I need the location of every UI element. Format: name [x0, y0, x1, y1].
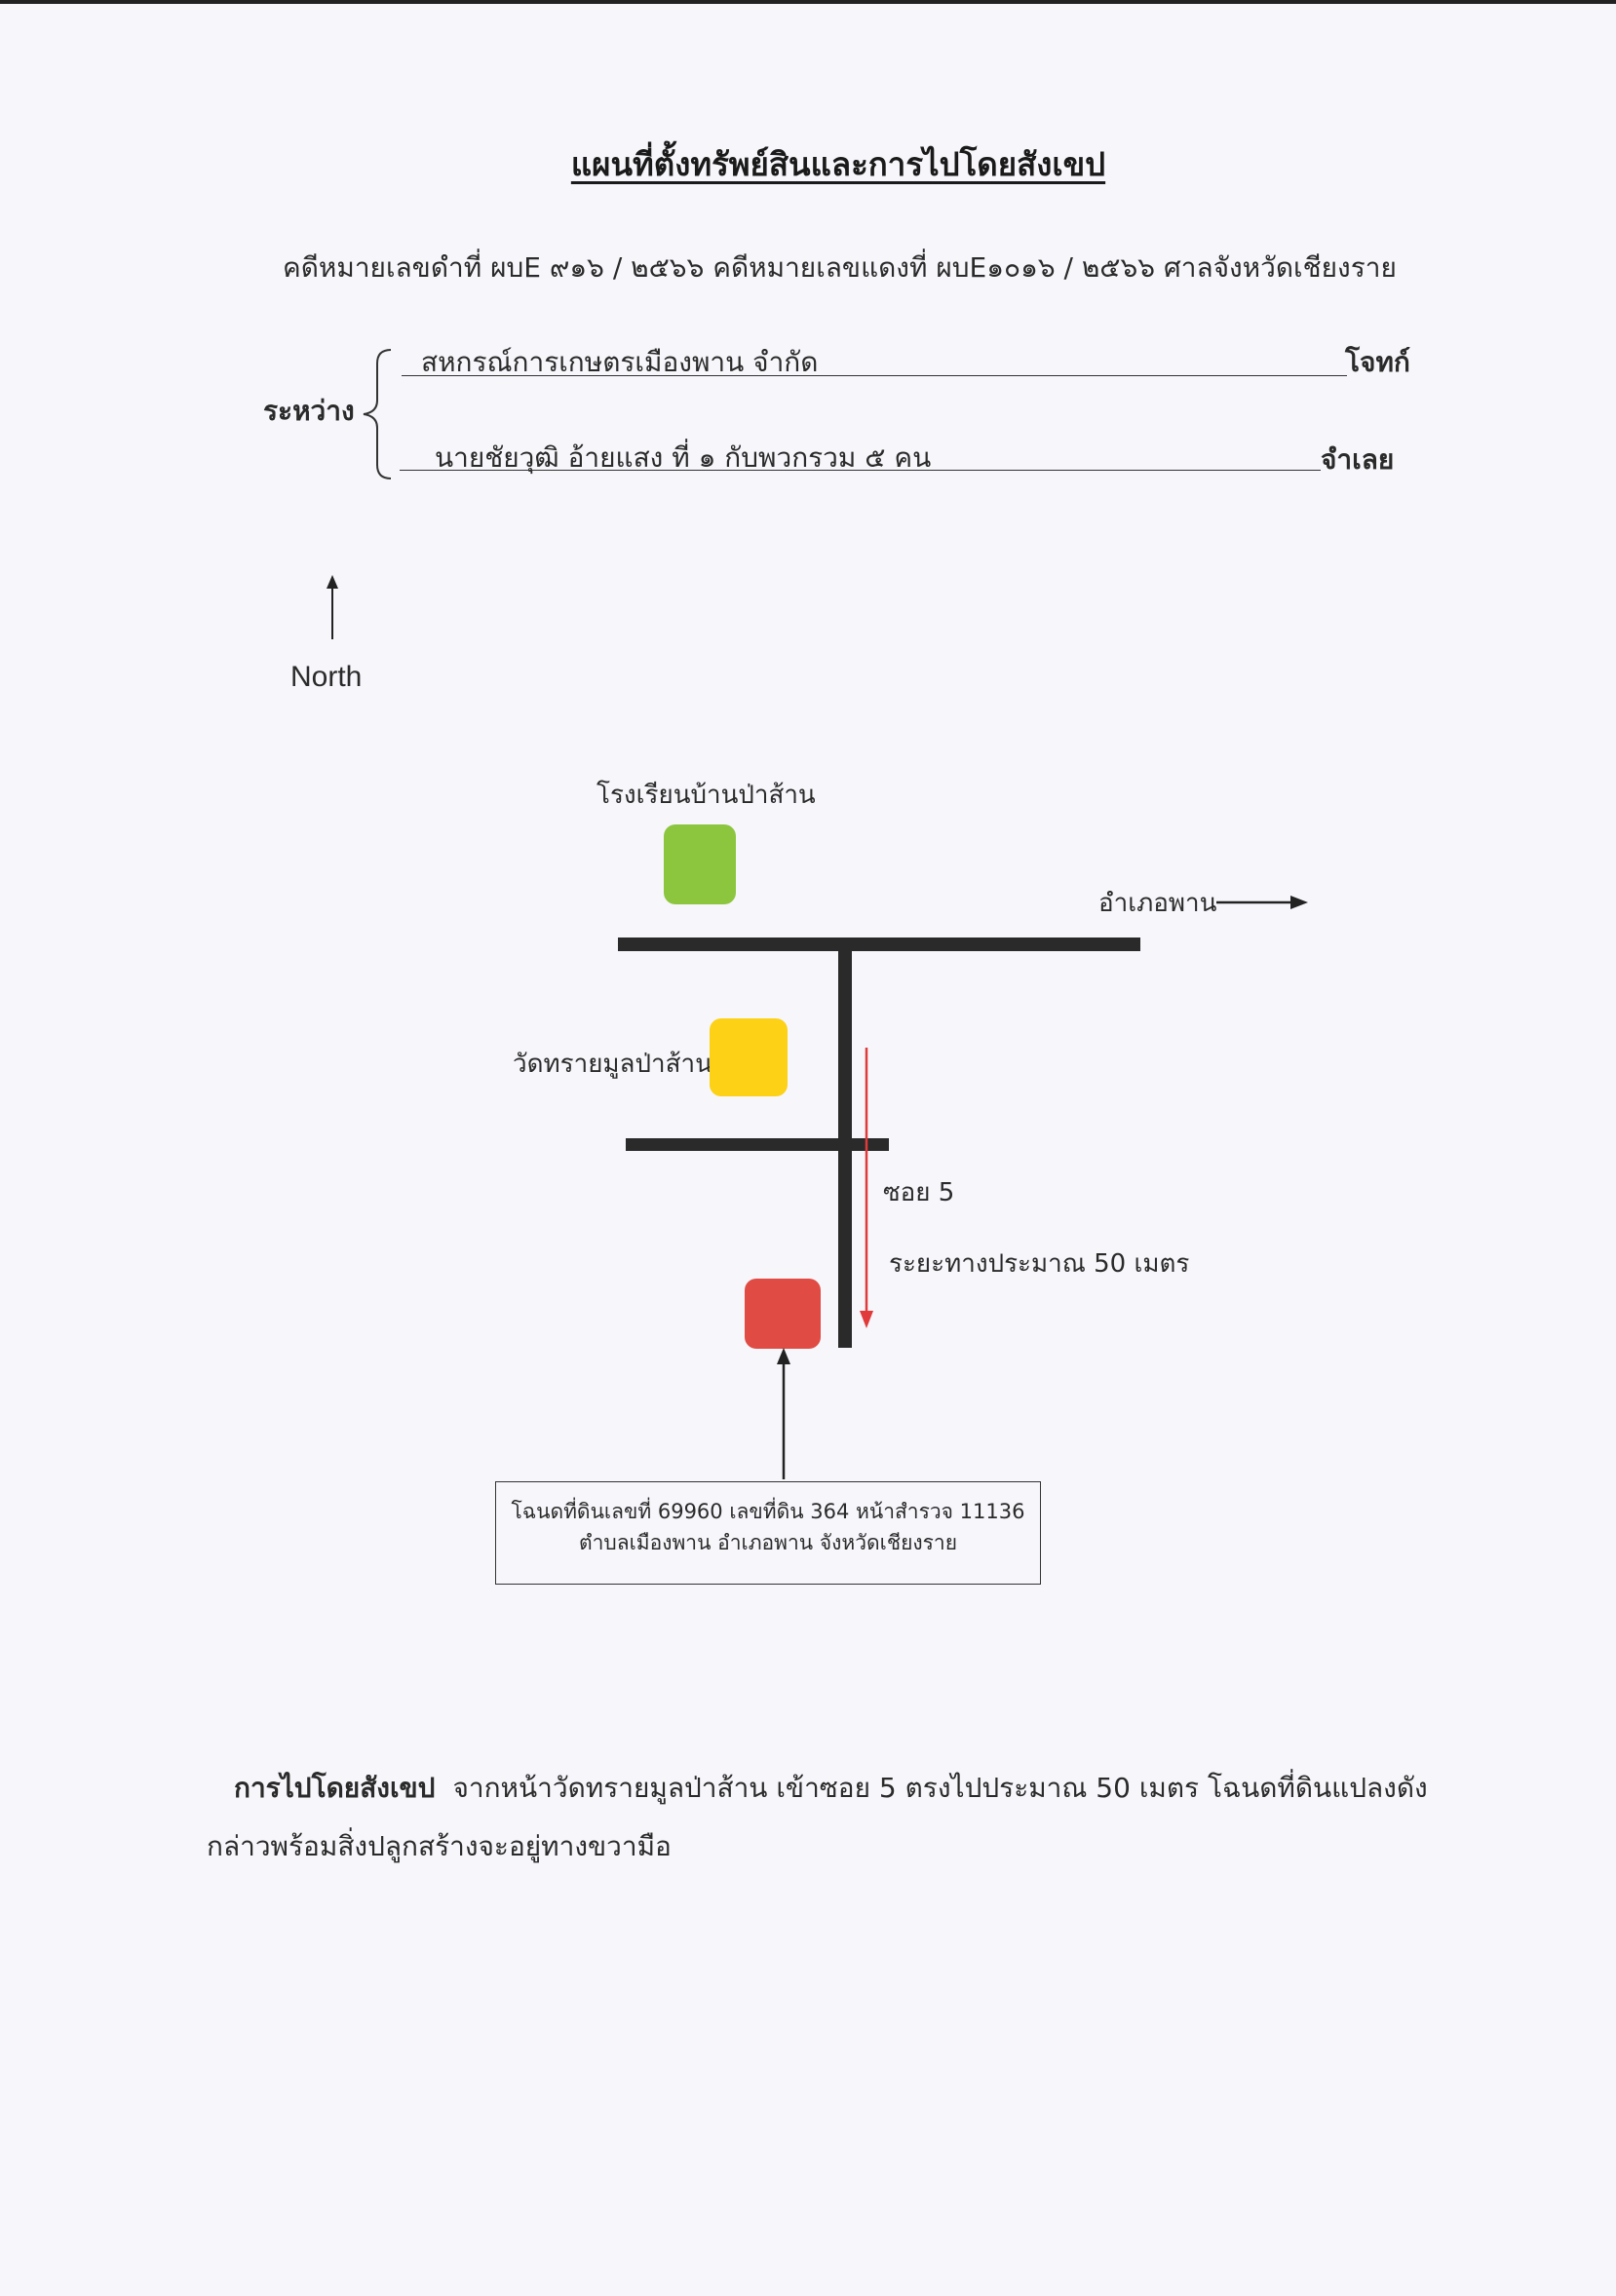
- directions-paragraph: การไปโดยสังเขปจากหน้าวัดทรายมูลป่าส้าน เ…: [207, 1759, 1474, 1876]
- defendant-role: จำเลย: [1321, 443, 1395, 476]
- property-marker: [745, 1279, 821, 1349]
- main-road: [618, 938, 1140, 951]
- directions-text: จากหน้าวัดทรายมูลป่าส้าน เข้าซอย 5 ตรงไป…: [207, 1772, 1428, 1862]
- between-label: ระหว่าง: [263, 395, 355, 427]
- north-label: North: [290, 661, 363, 693]
- plaintiff-role: โจทก์: [1345, 346, 1410, 378]
- plaintiff-name: สหกรณ์การเกษตรเมืองพาน จำกัด: [421, 346, 819, 378]
- school-label: โรงเรียนบ้านป่าส้าน: [596, 781, 816, 810]
- temple-marker: [710, 1018, 788, 1096]
- side-road: [626, 1138, 889, 1151]
- defendant-name: นายชัยวุฒิ อ้ายแสง ที่ ๑ กับพวกรวม ๕ คน: [435, 441, 932, 474]
- district-label: อำเภอพาน: [1098, 889, 1217, 918]
- school-marker: [664, 824, 736, 904]
- deed-line-1: โฉนดที่ดินเลขที่ 69960 เลขที่ดิน 364 หน้…: [511, 1500, 1025, 1523]
- temple-label: วัดทรายมูลป่าส้าน: [513, 1050, 712, 1079]
- distance-label: ระยะทางประมาณ 50 เมตร: [889, 1249, 1190, 1279]
- district-arrow-icon: [1216, 896, 1308, 909]
- case-number-line: คดีหมายเลขดำที่ ผบE ๙๑๖ / ๒๕๖๖ คดีหมายเล…: [283, 251, 1397, 284]
- curly-brace-icon: [363, 349, 392, 479]
- deed-info-box: โฉนดที่ดินเลขที่ 69960 เลขที่ดิน 364 หน้…: [495, 1481, 1041, 1585]
- deed-line-2: ตำบลเมืองพาน อำเภอพาน จังหวัดเชียงราย: [578, 1531, 958, 1554]
- route-arrow-icon: [860, 1048, 873, 1328]
- defendant-underline: [400, 470, 1321, 471]
- soi-label: ซอย 5: [883, 1178, 955, 1207]
- north-arrow-icon: [327, 575, 338, 639]
- directions-lead: การไปโดยสังเขป: [234, 1772, 436, 1804]
- deed-pointer-arrow-icon: [777, 1348, 790, 1479]
- plaintiff-underline: [402, 375, 1347, 376]
- page-top-edge: [0, 0, 1616, 4]
- document-title: แผนที่ตั้งทรัพย์สินและการไปโดยสังเขป: [570, 145, 1106, 183]
